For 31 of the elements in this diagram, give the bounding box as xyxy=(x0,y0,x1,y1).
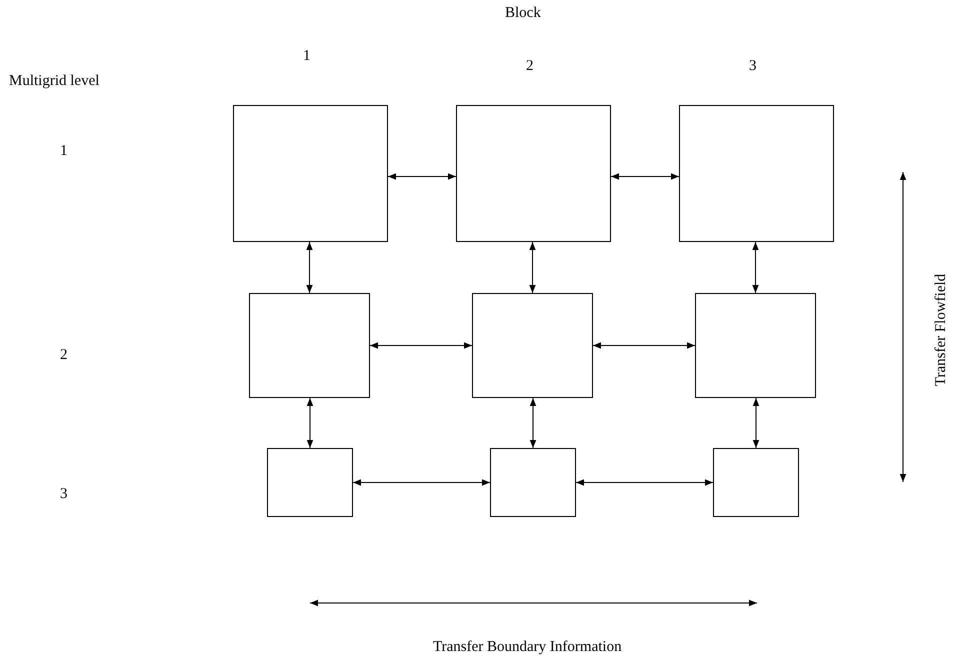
row-number: 3 xyxy=(60,485,68,503)
grid-block-box xyxy=(267,448,353,517)
arrow xyxy=(592,342,696,349)
grid-block-box xyxy=(233,105,388,242)
grid-block-box xyxy=(695,293,816,398)
column-number: 3 xyxy=(749,57,756,75)
axis-label: Transfer Boundary Information xyxy=(433,638,622,656)
axis-label: Transfer Flowfield xyxy=(932,274,950,386)
arrow xyxy=(529,242,536,294)
row-number: 2 xyxy=(60,346,68,364)
arrow xyxy=(388,173,456,180)
grid-block-box xyxy=(249,293,370,398)
arrow xyxy=(610,173,680,180)
arrow xyxy=(306,242,313,294)
grid-block-box xyxy=(490,448,576,517)
arrow xyxy=(352,479,490,486)
grid-block-box xyxy=(456,105,611,242)
grid-block-box xyxy=(713,448,799,517)
grid-block-box xyxy=(679,105,834,242)
row-number: 1 xyxy=(60,142,68,160)
column-heading: Block xyxy=(505,4,541,22)
arrow xyxy=(370,342,472,349)
arrow xyxy=(306,398,314,448)
arrow xyxy=(752,242,759,294)
arrow xyxy=(530,398,536,448)
grid-block-box xyxy=(472,293,593,398)
row-heading: Multigrid level xyxy=(9,72,100,90)
column-number: 2 xyxy=(526,57,534,75)
arrow xyxy=(752,398,760,448)
arrow xyxy=(576,479,714,486)
column-number: 1 xyxy=(303,47,310,65)
